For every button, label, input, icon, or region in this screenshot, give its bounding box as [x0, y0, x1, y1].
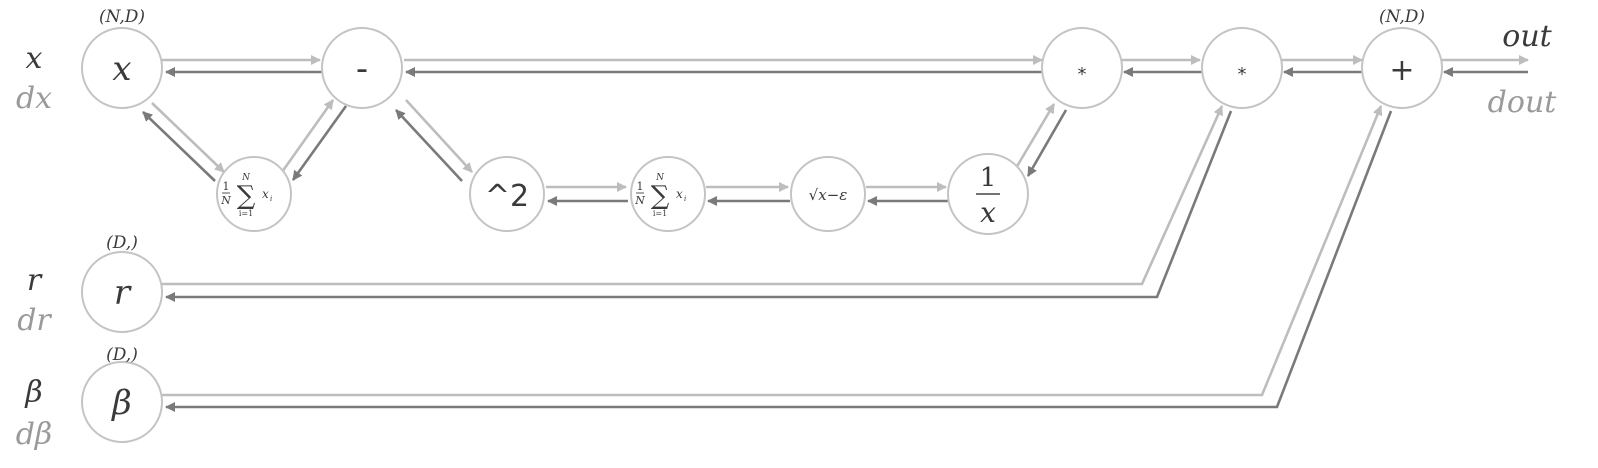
- edge-mean1-to-sub: [280, 99, 335, 173]
- edge-x-to-mean1: [151, 102, 225, 173]
- mean2-sigma: ∑: [651, 181, 670, 211]
- side-label-x: x: [26, 41, 43, 76]
- mean1-frac-num: 1: [223, 180, 230, 193]
- mean2-frac-den: N: [634, 194, 645, 207]
- shape-label-x: (N,D): [99, 7, 145, 27]
- node-square-label: ^2: [485, 179, 529, 214]
- shape-label-beta: (D,): [106, 345, 138, 365]
- mean1-sigma: ∑: [237, 181, 256, 211]
- side-label-gamma: r: [27, 263, 43, 298]
- node-multiply-1: *: [1041, 27, 1123, 109]
- edge-mul2-to-gamma: [165, 110, 1233, 302]
- node-sqrt-label: √x−ε: [809, 186, 848, 204]
- side-label-beta: β: [24, 375, 42, 410]
- edge-mean1-to-x: [142, 111, 216, 182]
- mean2-var: x: [676, 187, 683, 201]
- edges: [142, 55, 1529, 412]
- edge-inv-to-mul1: [1014, 103, 1056, 169]
- mean1-var-sub: i: [270, 195, 272, 203]
- edge-add-to-beta: [165, 110, 1393, 412]
- node-gamma: r: [81, 251, 163, 333]
- node-inverse-num: 1: [980, 163, 997, 193]
- output-label-out: out: [1502, 19, 1552, 54]
- output-label-dout: dout: [1488, 85, 1558, 120]
- mean2-frac-num: 1: [637, 180, 644, 193]
- node-inverse-den: x: [980, 196, 996, 229]
- shape-label-out: (N,D): [1379, 7, 1425, 27]
- node-mean-1: 1 N N ∑ i=1 x i: [216, 156, 292, 232]
- side-label-dbeta: dβ: [16, 417, 53, 452]
- node-x-label: x: [112, 49, 131, 89]
- node-inverse: 1 x: [947, 153, 1029, 235]
- mean2-sigma-bottom: i=1: [653, 209, 667, 218]
- mean2-sigma-top: N: [655, 173, 665, 183]
- side-label-dgamma: dr: [17, 303, 52, 338]
- node-multiply-2: *: [1201, 27, 1283, 109]
- edge-sub-to-sq: [405, 99, 473, 173]
- node-gamma-label: r: [114, 273, 132, 313]
- edge-sq-to-sub: [395, 109, 463, 182]
- edge-beta-to-add: [162, 105, 1383, 397]
- mean1-var: x: [262, 187, 269, 201]
- edge-mul1-to-inv: [1026, 109, 1068, 177]
- node-add-label: +: [1389, 53, 1414, 88]
- mean1-frac-den: N: [220, 194, 231, 207]
- node-x: x: [81, 27, 163, 109]
- edge-gamma-to-mul2: [162, 105, 1224, 286]
- shape-label-gamma: (D,): [106, 233, 138, 253]
- node-sqrt: √x−ε: [790, 156, 866, 232]
- edge-sub-to-mean1: [291, 105, 348, 181]
- node-square: ^2: [469, 156, 545, 232]
- node-mean-2: 1 N N ∑ i=1 x i: [630, 156, 706, 232]
- mean1-sigma-bottom: i=1: [239, 209, 253, 218]
- node-multiply-2-label: *: [1238, 64, 1247, 85]
- node-beta: β: [81, 361, 163, 443]
- node-subtract-label: -: [356, 49, 368, 89]
- node-multiply-1-label: *: [1078, 64, 1087, 85]
- node-add: +: [1361, 27, 1443, 109]
- side-label-dx: dx: [16, 81, 52, 116]
- mean1-sigma-top: N: [241, 173, 251, 183]
- mean2-var-sub: i: [684, 195, 686, 203]
- node-beta-label: β: [110, 383, 132, 423]
- node-subtract: -: [321, 27, 403, 109]
